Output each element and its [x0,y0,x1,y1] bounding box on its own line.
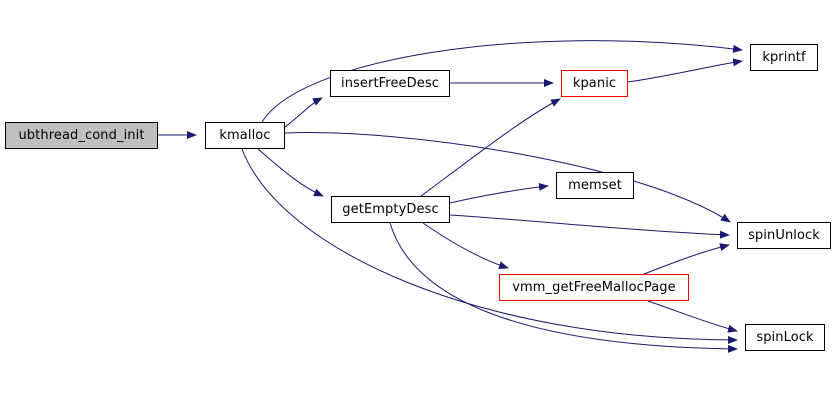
graph-edge-kmalloc-to-spinLock [241,148,738,344]
graph-edge-kmalloc-to-getEmptyDesc [257,148,324,197]
graph-edge-kpanic-to-kprintf [627,58,743,83]
graph-edge-getEmptyDesc-to-vmm_getFreeMallocPage [422,222,509,270]
graph-node-insertFreeDesc[interactable]: insertFreeDesc [330,70,450,97]
graph-node-label-kpanic: kpanic [572,76,617,91]
graph-edge-kmalloc-to-insertFreeDesc [284,97,323,128]
graph-node-label-ubthread_cond_init: ubthread_cond_init [18,128,145,143]
graph-node-vmm_getFreeMallocPage[interactable]: vmm_getFreeMallocPage [499,274,689,301]
graph-edges [158,40,743,353]
graph-node-label-insertFreeDesc: insertFreeDesc [341,76,439,91]
graph-node-getEmptyDesc[interactable]: getEmptyDesc [331,196,450,223]
graph-node-label-spinUnlock: spinUnlock [748,228,820,243]
graph-edge-kmalloc-to-spinUnlock [284,132,731,223]
graph-node-label-getEmptyDesc: getEmptyDesc [342,202,439,217]
graph-node-kpanic[interactable]: kpanic [561,70,628,97]
graph-node-memset[interactable]: memset [556,172,634,199]
graph-edge-kmalloc-to-kprintf [261,40,743,123]
graph-node-spinUnlock[interactable]: spinUnlock [737,222,831,249]
graph-node-label-spinLock: spinLock [756,330,814,345]
graph-edge-vmm_getFreeMallocPage-to-spinLock [647,300,738,333]
graph-node-kmalloc[interactable]: kmalloc [205,122,285,149]
graph-node-ubthread_cond_init[interactable]: ubthread_cond_init [5,122,158,149]
graph-node-kprintf[interactable]: kprintf [750,44,818,71]
graph-edge-getEmptyDesc-to-kpanic [420,98,561,197]
graph-node-label-kmalloc: kmalloc [219,128,271,143]
graph-node-spinLock[interactable]: spinLock [745,324,825,351]
graph-node-label-memset: memset [568,178,622,193]
graph-edge-vmm_getFreeMallocPage-to-spinUnlock [643,243,730,275]
graph-edge-getEmptyDesc-to-spinUnlock [449,214,730,239]
graph-node-label-vmm_getFreeMallocPage: vmm_getFreeMallocPage [512,280,676,295]
graph-edge-getEmptyDesc-to-memset [449,182,549,204]
graph-node-label-kprintf: kprintf [762,50,806,65]
graph-edge-getEmptyDesc-to-spinLock [389,222,738,353]
